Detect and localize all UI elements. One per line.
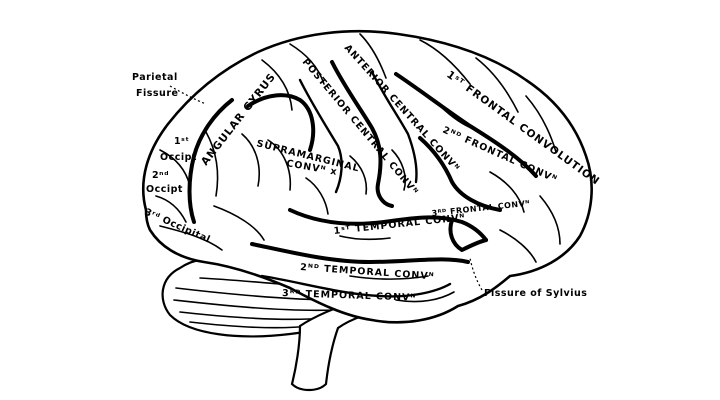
postcentral-sulcus [298,78,343,194]
central-sulcus [330,60,394,208]
label-occipital-1st-b: Occipt [160,152,197,163]
label-occipital-1st: 1ˢᵗ [174,136,189,147]
inferior-temporal-sulcus [260,274,452,298]
label-parietal-fissure: Parietal [132,72,178,83]
superior-temporal-sulcus [250,242,470,264]
label-occipital-2nd: 2ⁿᵈ [152,170,169,181]
inferior-frontal-sulcus [418,136,502,212]
sylvian-fissure [288,208,488,242]
superior-frontal-sulcus [394,72,538,178]
label-occipital-2nd-b: Occipt [146,184,183,195]
intraparietal [246,93,316,152]
leader-parietal [169,85,207,105]
label-parietal-fissure-b: Fissure [136,88,178,99]
cerebrum [141,29,593,324]
parieto-occipital [187,98,234,224]
precentral-sulcus [370,70,418,184]
label-temporal-3rd: 3ᴿᴰ TEMPORAL CONVᴺ [282,288,417,304]
label-fissure-of-sylvius: Fissure of Sylvius [484,288,587,299]
sylvian-branch [448,218,488,252]
